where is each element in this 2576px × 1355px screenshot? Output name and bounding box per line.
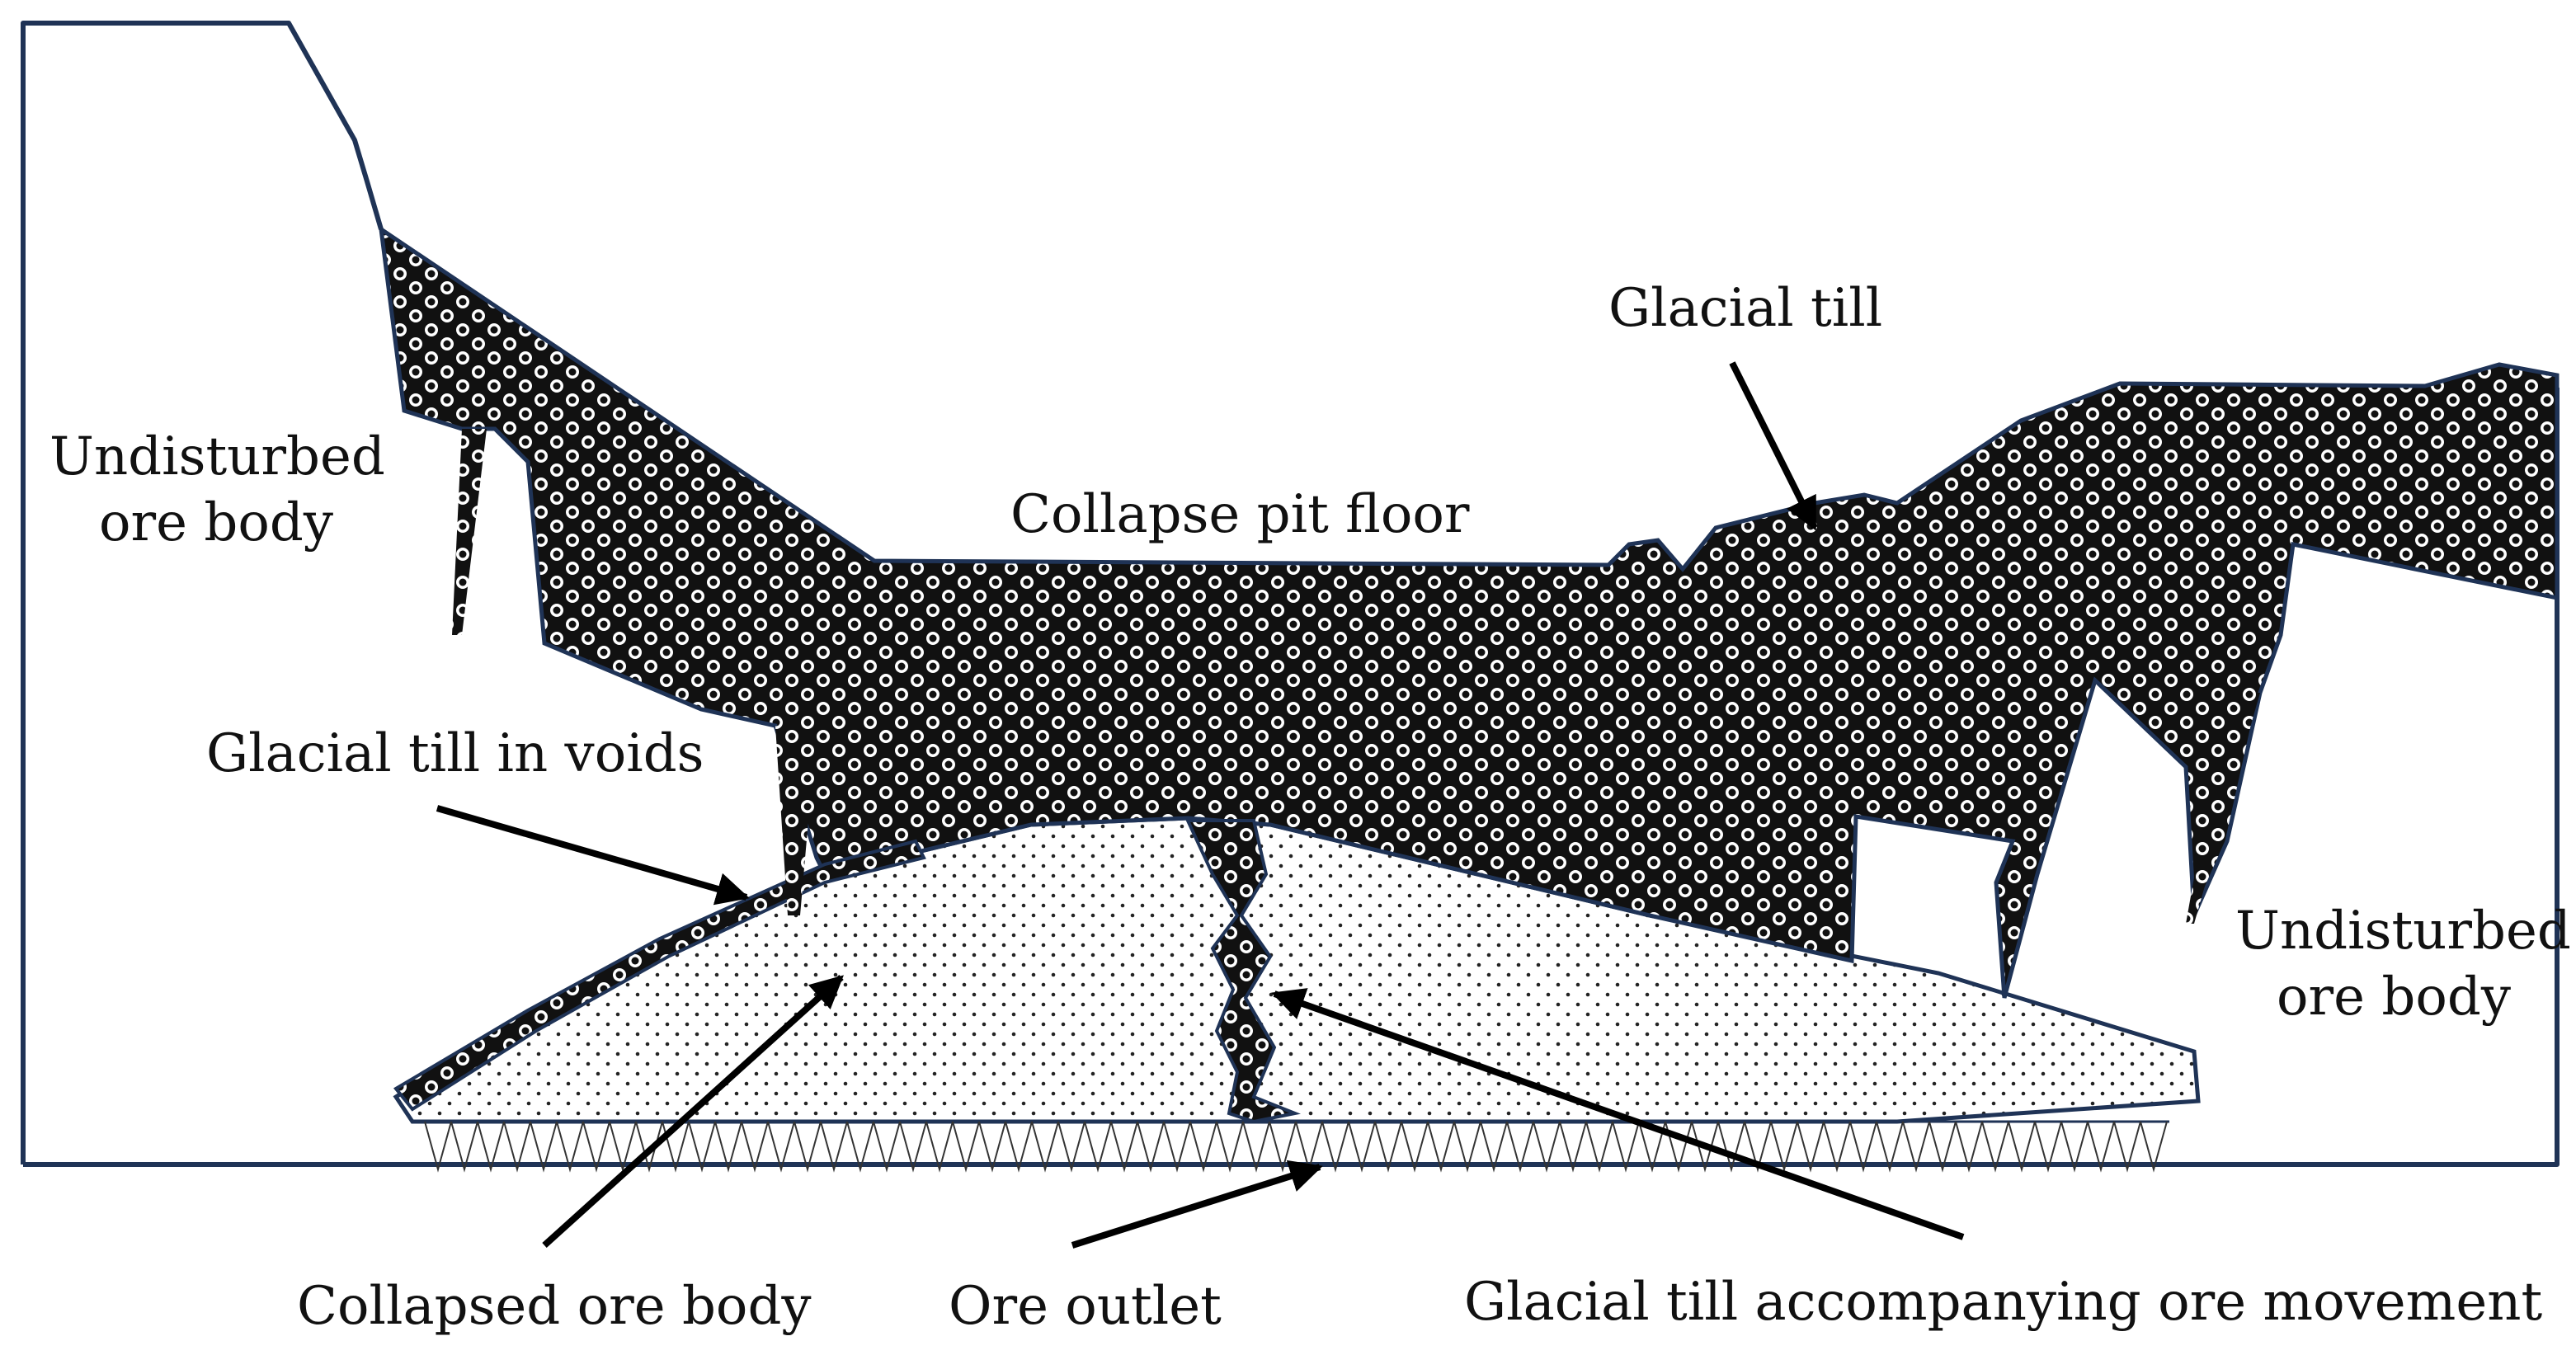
ore-outlet-tooth	[1849, 1121, 1877, 1173]
ore-outlet-tooth	[1612, 1121, 1640, 1173]
till-drip-left	[452, 429, 487, 635]
ore-outlet-tooth	[1876, 1121, 1904, 1173]
ore-outlet-tooth	[952, 1121, 980, 1173]
ore-outlet-tooth	[530, 1121, 558, 1173]
ore-outlet-tooth	[1480, 1121, 1508, 1173]
arrow-glacial-till	[1729, 361, 1818, 531]
ore-outlet-tooth	[1163, 1121, 1191, 1173]
ore-outlet-tooth	[1638, 1121, 1666, 1173]
label-glacial-till-in-voids: Glacial till in voids	[206, 723, 704, 784]
collapsed-ore-body-region	[393, 816, 2201, 1124]
arrow-glacial-till-in-voids	[436, 805, 750, 906]
ore-outlet-tooth	[2060, 1121, 2089, 1173]
ore-outlet-tooth	[1427, 1121, 1455, 1173]
ore-outlet-tooth	[1348, 1121, 1376, 1173]
ore-outlet-tooth	[1902, 1121, 1930, 1173]
ore-outlet-tooth	[714, 1121, 742, 1173]
arrow-ore-outlet	[1071, 1160, 1323, 1249]
ore-outlet-tooth	[741, 1121, 769, 1173]
ore-outlet-tooth	[2034, 1121, 2062, 1173]
ore-outlet-tooth	[1981, 1121, 2009, 1173]
ore-outlet-tooth	[1823, 1121, 1851, 1173]
label-ore-outlet: Ore outlet	[949, 1276, 1222, 1337]
ore-outlet-tooth	[1744, 1121, 1772, 1173]
ore-outlet-tooth	[503, 1121, 531, 1173]
label-collapsed-ore-body: Collapsed ore body	[297, 1276, 812, 1337]
ore-outlet-tooth	[688, 1121, 716, 1173]
ore-outlet-tooth	[1533, 1121, 1561, 1173]
arrow-glacial-till-accompanying	[1271, 988, 1965, 1240]
ore-outlet-tooth	[1057, 1121, 1085, 1173]
ore-outlet-tooth	[450, 1121, 478, 1173]
ore-outlet-tooth	[1321, 1121, 1349, 1173]
ore-outlet-tooth	[1585, 1121, 1613, 1173]
label-undisturbed-right-2: ore body	[2277, 967, 2511, 1028]
label-collapse-pit-floor: Collapse pit floor	[1010, 484, 1470, 545]
ore-outlet-tooth	[477, 1121, 505, 1173]
ore-outlet-tooth	[1928, 1121, 1957, 1173]
ore-outlet-tooth	[635, 1121, 663, 1173]
ore-outlet-tooth	[1110, 1121, 1138, 1173]
ore-outlet-tooth	[873, 1121, 901, 1173]
ore-outlet-tooth	[899, 1121, 927, 1173]
label-undisturbed-left-1: Undisturbed	[49, 426, 385, 487]
ore-outlet-tooth	[609, 1121, 637, 1173]
ore-outlet-tooth	[582, 1121, 610, 1173]
ore-outlet-tooth	[1005, 1121, 1033, 1173]
ore-outlet-tooth	[1269, 1121, 1297, 1173]
label-undisturbed-left-2: ore body	[99, 492, 333, 553]
ore-outlet-tooth	[1189, 1121, 1217, 1173]
frame-outline	[21, 21, 384, 1164]
ore-outlet-tooth	[978, 1121, 1006, 1173]
ore-outlet-tooth	[925, 1121, 954, 1173]
glacial-till-voids-band	[393, 839, 926, 1112]
ore-outlet-tooth	[1717, 1121, 1745, 1173]
ore-outlet-tooth	[1691, 1121, 1719, 1173]
ore-outlet-teeth	[424, 1120, 2169, 1173]
ore-outlet-tooth	[1137, 1121, 1165, 1173]
frame-right-edge	[23, 388, 2560, 1167]
ore-outlet-tooth	[1770, 1121, 1798, 1173]
ore-outlet-tooth	[2008, 1121, 2036, 1173]
ore-outlet-tooth	[2087, 1121, 2115, 1173]
ore-outlet-tooth	[1031, 1121, 1059, 1173]
ore-outlet-tooth	[846, 1121, 874, 1173]
ore-outlet-tooth	[1797, 1121, 1825, 1173]
ore-outlet-tooth	[820, 1121, 848, 1173]
label-glacial-till-accompanying: Glacial till accompanying ore movement	[1464, 1272, 2542, 1333]
ore-outlet-tooth	[2113, 1121, 2141, 1173]
glacial-till-column	[1184, 819, 1301, 1124]
ore-outlet-tooth	[1374, 1121, 1402, 1173]
ore-outlet-tooth	[1084, 1121, 1112, 1173]
ore-outlet-tooth	[556, 1121, 584, 1173]
till-drip-mid	[775, 726, 817, 915]
till-drip-right	[2186, 693, 2260, 924]
arrow-collapsed-ore-body	[542, 975, 844, 1248]
label-undisturbed-right-1: Undisturbed	[2235, 901, 2571, 962]
ore-outlet-tooth	[1506, 1121, 1534, 1173]
ore-outlet-tooth	[1559, 1121, 1587, 1173]
ore-outlet-tooth	[1242, 1121, 1270, 1173]
ore-outlet-tooth	[1955, 1121, 1983, 1173]
ore-outlet-tooth	[1453, 1121, 1481, 1173]
ore-outlet-tooth	[1216, 1121, 1244, 1173]
ore-outlet-tooth	[424, 1121, 452, 1173]
ore-outlet-tooth	[2140, 1121, 2168, 1173]
ore-outlet-tooth	[794, 1121, 822, 1173]
label-glacial-till: Glacial till	[1608, 278, 1882, 339]
ore-outlet-tooth	[1401, 1121, 1429, 1173]
ore-outlet-tooth	[767, 1121, 795, 1173]
